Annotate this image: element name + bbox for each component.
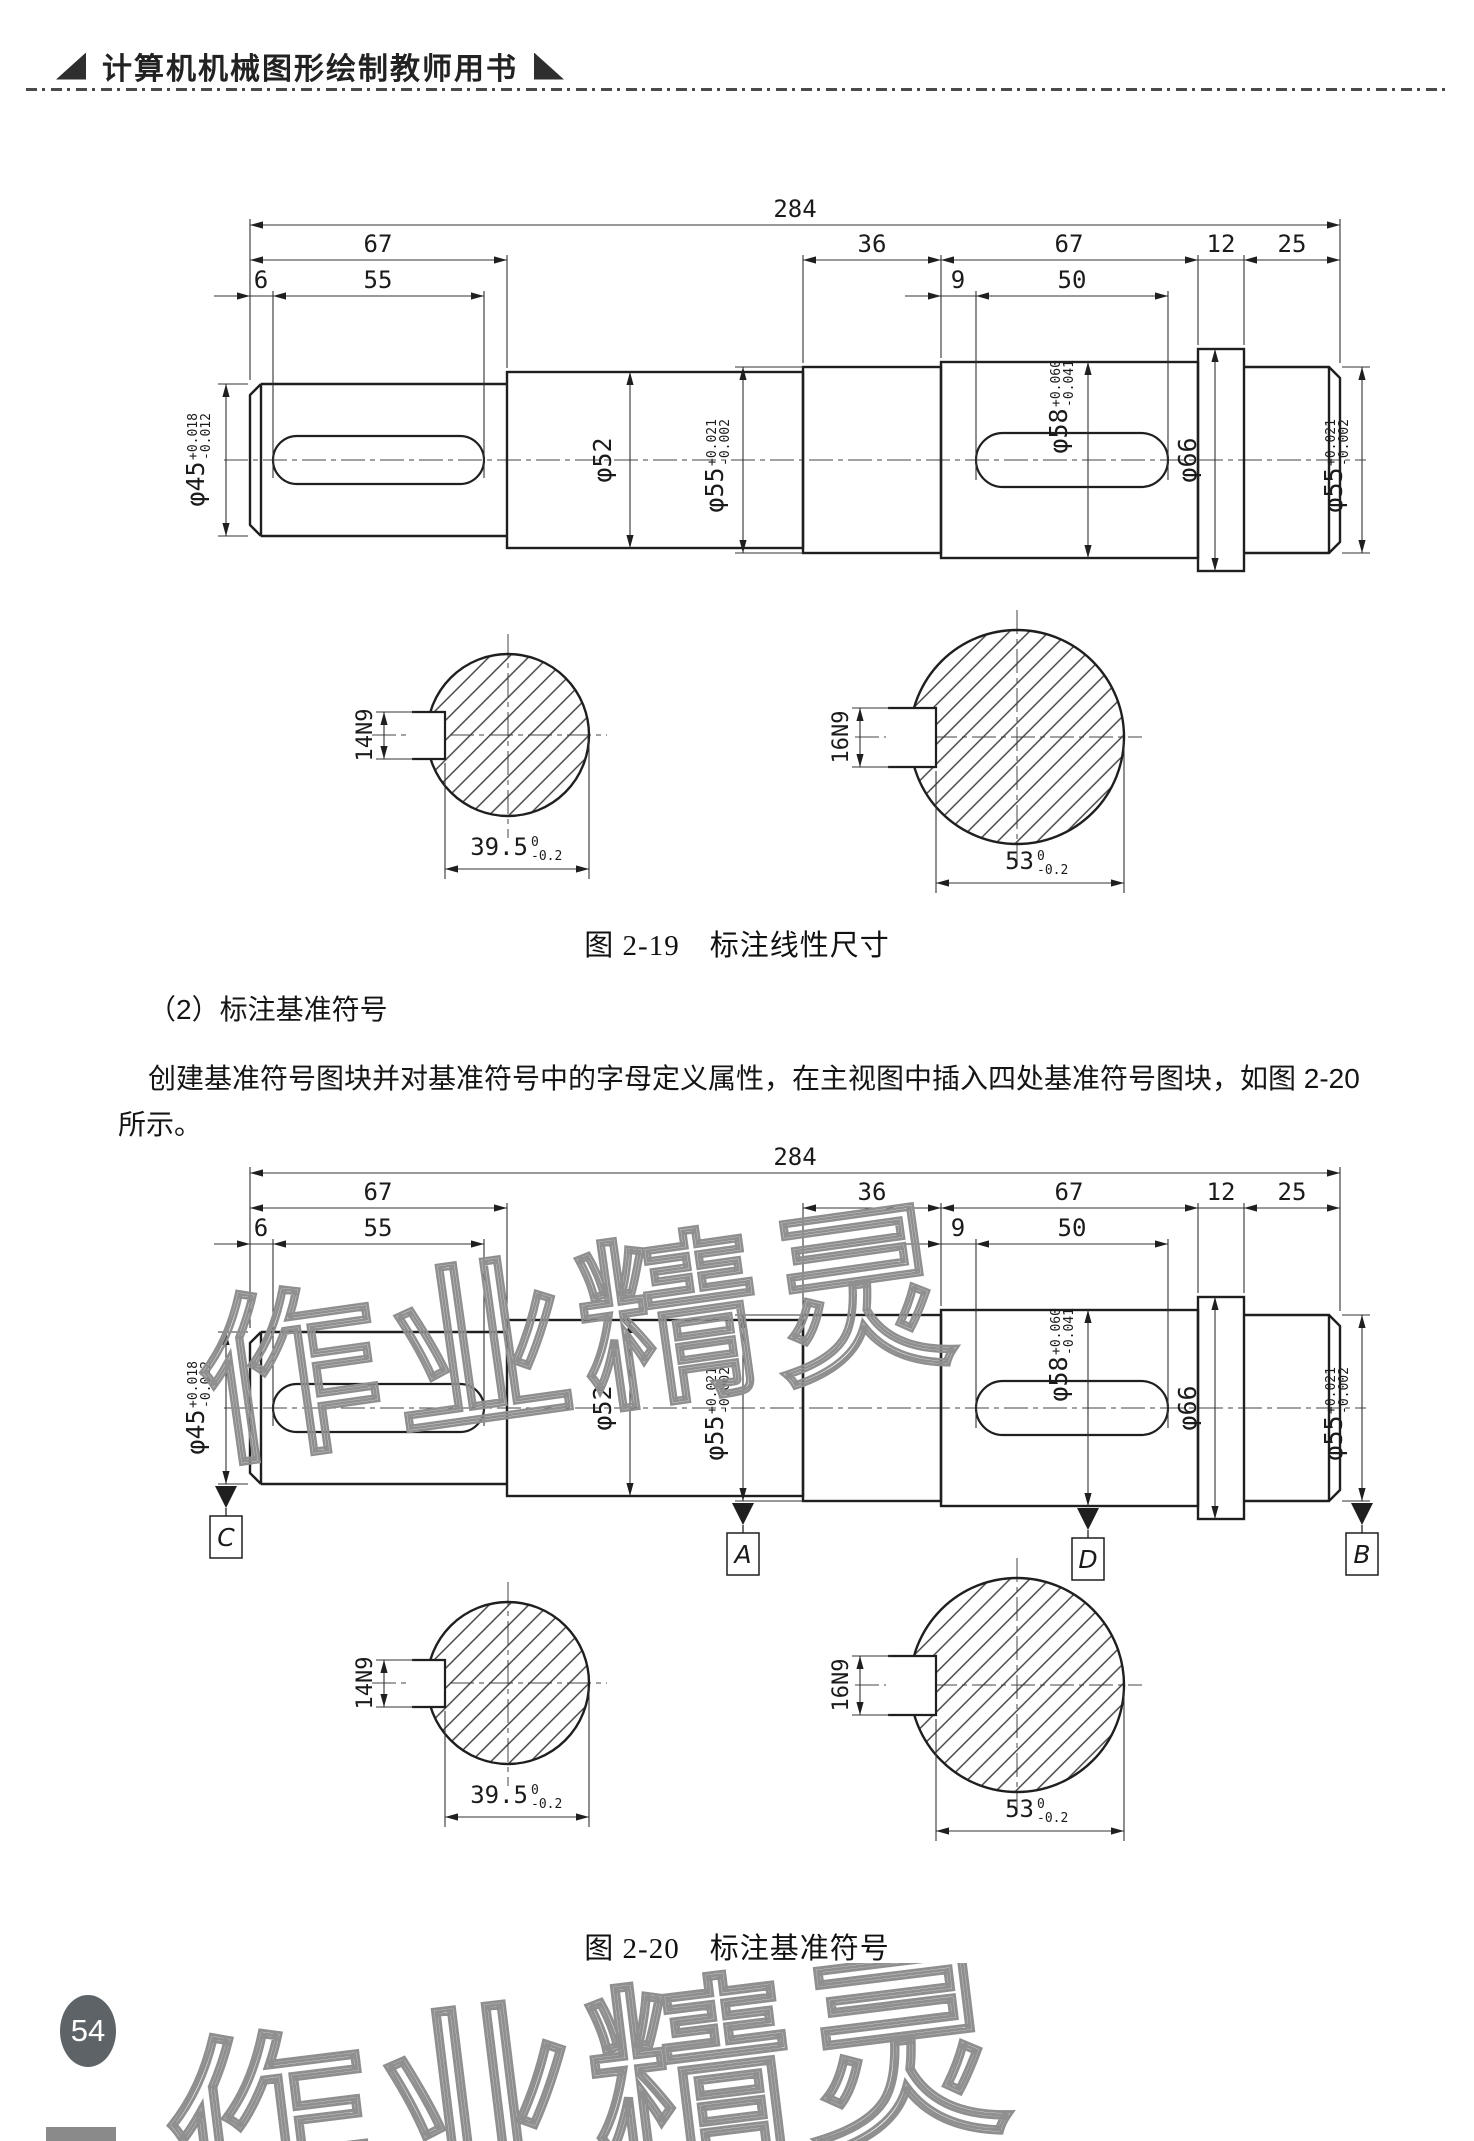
figure-watermark: 作业精灵	[186, 1182, 975, 1491]
svg-text:0: 0	[531, 835, 539, 850]
svg-text:φ58: φ58	[1044, 408, 1073, 453]
header-right-triangle-icon	[534, 52, 564, 80]
svg-text:φ45: φ45	[181, 461, 210, 506]
svg-text:67: 67	[364, 1178, 393, 1206]
svg-text:67: 67	[1055, 1178, 1084, 1206]
svg-text:25: 25	[1278, 1178, 1307, 1206]
svg-text:φ58: φ58	[1044, 1356, 1073, 1401]
svg-text:+0.021: +0.021	[1324, 419, 1339, 466]
svg-text:-0.2: -0.2	[531, 1797, 562, 1812]
svg-text:6: 6	[254, 1214, 268, 1242]
svg-text:6: 6	[254, 266, 268, 294]
header-dash-rule	[26, 88, 1448, 91]
svg-text:-0.041: -0.041	[1062, 1308, 1077, 1355]
svg-text:φ66: φ66	[1173, 1385, 1202, 1430]
svg-text:φ55: φ55	[1319, 467, 1348, 512]
svg-text:C: C	[217, 1523, 235, 1552]
svg-text:53: 53	[1005, 847, 1034, 875]
svg-text:D: D	[1078, 1545, 1097, 1574]
svg-text:-0.2: -0.2	[1037, 1811, 1068, 1826]
svg-text:φ55: φ55	[1319, 1415, 1348, 1460]
book-title: 计算机机械图形绘制教师用书	[102, 53, 518, 86]
svg-text:53: 53	[1005, 1795, 1034, 1823]
svg-text:0: 0	[1037, 849, 1045, 864]
svg-text:36: 36	[858, 1178, 887, 1206]
svg-text:+0.021: +0.021	[705, 1367, 720, 1414]
svg-text:B: B	[1353, 1540, 1370, 1569]
svg-text:-0.012: -0.012	[199, 413, 214, 460]
svg-text:φ55: φ55	[700, 467, 729, 512]
svg-text:-0.2: -0.2	[531, 849, 562, 864]
page-header: 计算机机械图形绘制教师用书	[56, 44, 564, 88]
svg-text:67: 67	[1055, 230, 1084, 258]
svg-text:36: 36	[858, 230, 887, 258]
svg-text:39.5: 39.5	[470, 1781, 528, 1809]
header-left-triangle-icon	[56, 52, 86, 80]
svg-text:-0.002: -0.002	[1337, 419, 1352, 466]
svg-text:14N9: 14N9	[353, 709, 378, 762]
body-paragraph: 创建基准符号图块并对基准符号中的字母定义属性，在主视图中插入四处基准符号图块，如…	[118, 1063, 1360, 1141]
figure-2-20-drawing: 284 67 36 67 12 25 6 55 9 50 φ45+0.018-0.012 φ52 φ55…	[130, 1083, 1450, 1913]
svg-text:9: 9	[951, 1214, 965, 1242]
figure-2-19-drawing: 284 67 36 67 12 25 6 55 9 50 φ45+0.018-0.012 φ52 φ55…	[130, 135, 1450, 965]
svg-text:50: 50	[1058, 266, 1087, 294]
svg-text:+0.021: +0.021	[1324, 1367, 1339, 1414]
svg-text:作业精灵: 作业精灵	[153, 1963, 1027, 2141]
svg-text:0: 0	[531, 1783, 539, 1798]
svg-text:14N9: 14N9	[353, 1657, 378, 1710]
svg-text:-0.2: -0.2	[1037, 863, 1068, 878]
figure-2-20-caption: 图 2-20 标注基准符号	[584, 1933, 890, 1965]
svg-text:-0.012: -0.012	[199, 1361, 214, 1408]
corner-stub	[46, 2127, 116, 2141]
section-heading: （2）标注基准符号	[148, 994, 388, 1025]
svg-text:A: A	[732, 1540, 751, 1569]
svg-text:φ55: φ55	[700, 1415, 729, 1460]
svg-text:50: 50	[1058, 1214, 1087, 1242]
svg-text:16N9: 16N9	[829, 711, 854, 764]
svg-text:φ52: φ52	[588, 1385, 617, 1430]
svg-text:284: 284	[773, 1143, 816, 1171]
page-number-badge: 54	[60, 1995, 116, 2067]
svg-text:+0.018: +0.018	[186, 1361, 201, 1408]
svg-text:16N9: 16N9	[829, 1659, 854, 1712]
svg-text:12: 12	[1207, 1178, 1236, 1206]
svg-text:+0.021: +0.021	[705, 419, 720, 466]
svg-text:12: 12	[1207, 230, 1236, 258]
svg-text:φ66: φ66	[1173, 437, 1202, 482]
shaft-drawing-svg: 284 67 36 67 12 25 6 55 9 50 φ45+0.018-0.012 φ52 φ55…	[181, 1143, 1379, 1841]
figure-2-19-caption: 图 2-19 标注线性尺寸	[584, 930, 890, 962]
svg-text:55: 55	[364, 1214, 393, 1242]
bottom-watermark: 作业精灵	[128, 1963, 1138, 2141]
svg-text:284: 284	[773, 195, 816, 223]
shaft-drawing-svg: 284 67 36 67 12 25 6 55 9 50 φ45+0.018-0.012 φ52 φ55…	[181, 195, 1370, 893]
svg-text:+0.060: +0.060	[1049, 360, 1064, 407]
svg-text:-0.002: -0.002	[718, 1367, 733, 1414]
svg-text:+0.060: +0.060	[1049, 1308, 1064, 1355]
svg-text:55: 55	[364, 266, 393, 294]
svg-text:-0.041: -0.041	[1062, 360, 1077, 407]
svg-text:9: 9	[951, 266, 965, 294]
svg-text:25: 25	[1278, 230, 1307, 258]
svg-text:39.5: 39.5	[470, 833, 528, 861]
svg-text:φ45: φ45	[181, 1409, 210, 1454]
svg-text:-0.002: -0.002	[1337, 1367, 1352, 1414]
svg-text:-0.002: -0.002	[718, 419, 733, 466]
bottom-watermark-svg: 作业精灵	[152, 1963, 1029, 2141]
svg-text:0: 0	[1037, 1797, 1045, 1812]
svg-text:+0.018: +0.018	[186, 413, 201, 460]
svg-text:67: 67	[364, 230, 393, 258]
svg-text:φ52: φ52	[588, 437, 617, 482]
